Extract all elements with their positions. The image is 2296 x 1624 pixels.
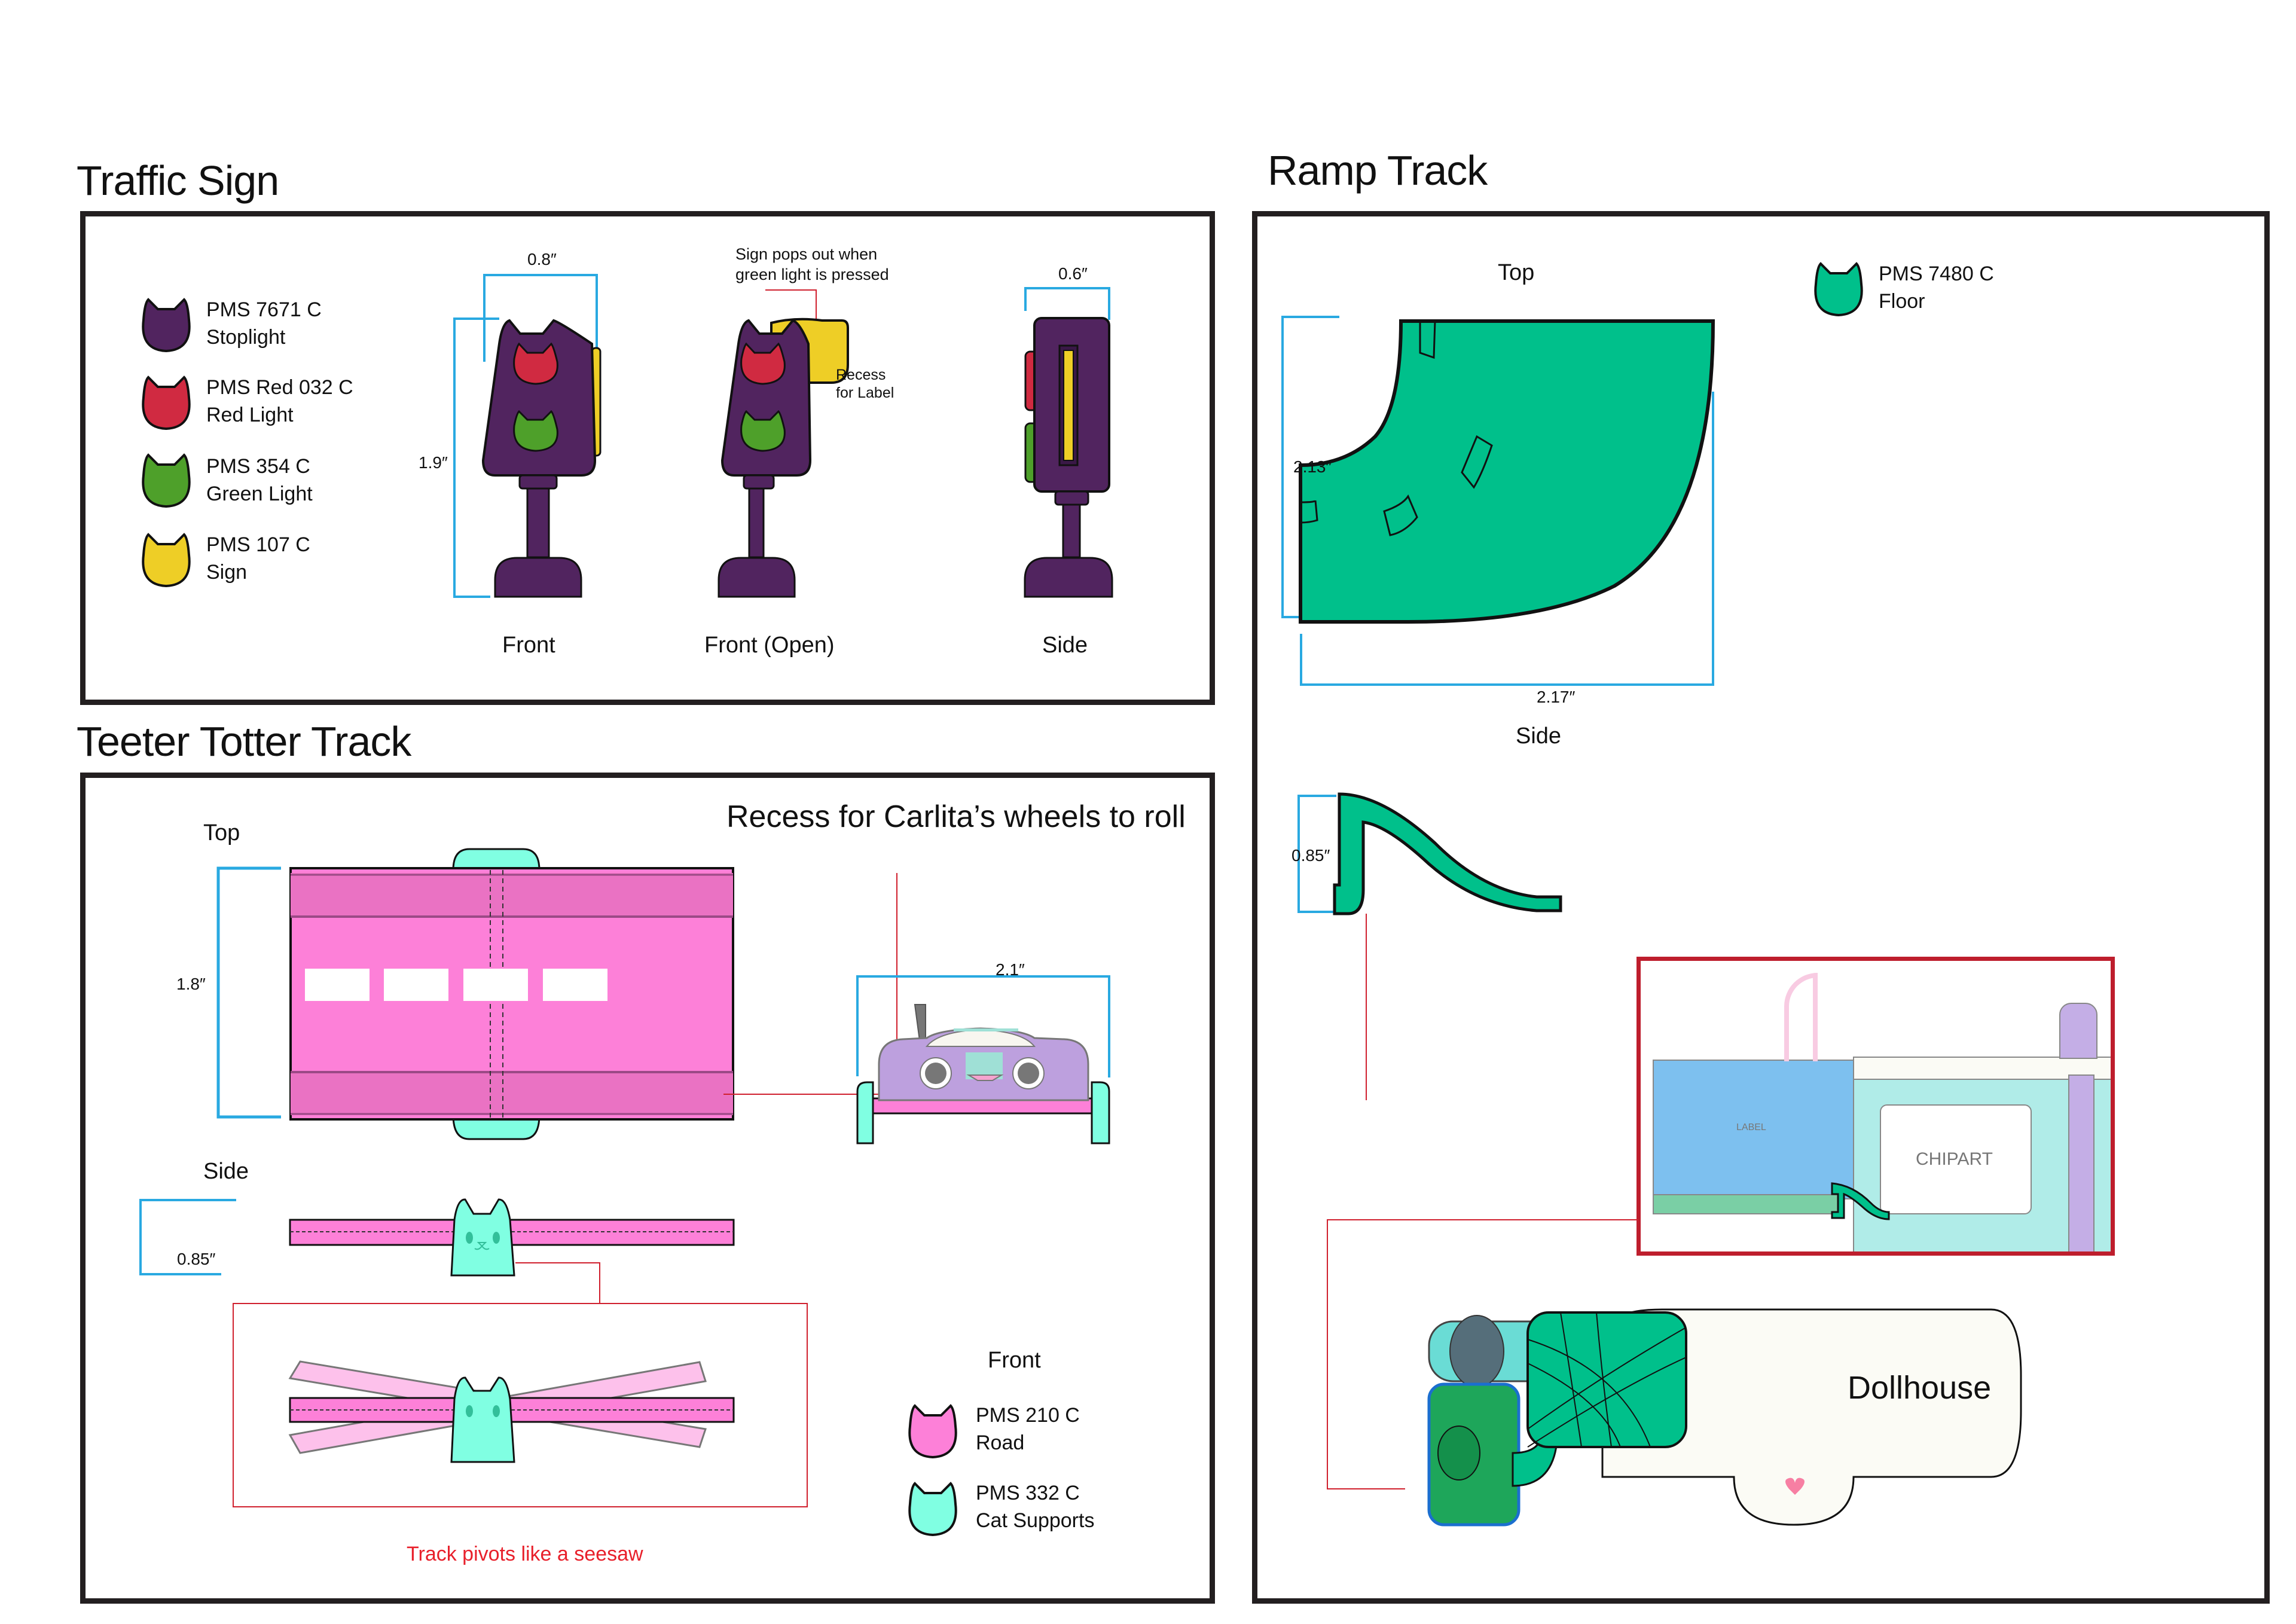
- floor-swatch-icon: [1814, 262, 1863, 317]
- traffic-light-front-drawing: [453, 274, 602, 598]
- legend-code: PMS 210 C: [976, 1404, 1080, 1427]
- cat-head-swatch: [142, 376, 191, 431]
- recess-label-text: Recess for Label: [836, 367, 894, 401]
- road-mat: [1526, 1311, 1687, 1448]
- legend-name: Floor: [1879, 290, 1925, 313]
- traffic-sign-title: Traffic Sign: [77, 157, 279, 204]
- cat-head-swatch: [142, 298, 191, 353]
- red-light-swatch-icon: [142, 376, 191, 431]
- legend-name: Stoplight: [206, 326, 286, 349]
- legend-item-red-light: PMS Red 032 C Red Light: [206, 374, 353, 429]
- dim-top-width: 2.17″: [1537, 688, 1576, 706]
- dim-top-height: 2.13″: [1293, 457, 1332, 476]
- legend-code: PMS 354 C: [206, 455, 310, 478]
- legend-item-road: PMS 210 C Road: [976, 1402, 1080, 1457]
- legend-code: PMS 7480 C: [1879, 262, 1994, 285]
- cat-head-swatch: [1814, 262, 1863, 317]
- legend-item-floor: PMS 7480 C Floor: [1879, 260, 1994, 315]
- dim-side-height: 0.85″: [1292, 846, 1330, 865]
- dim-front-height: 1.9″: [419, 453, 448, 472]
- dollhouse-top-view-drawing: [1427, 1308, 2022, 1527]
- view-label-front: Front: [988, 1348, 1041, 1373]
- carlita-car: [878, 1004, 1089, 1101]
- legend-item-cat-supports: PMS 332 C Cat Supports: [976, 1479, 1094, 1534]
- dim-top-height: 1.8″: [176, 975, 206, 993]
- red-light: [513, 342, 558, 385]
- view-label-top: Top: [203, 820, 240, 845]
- dim-front-width: 2.1″: [996, 960, 1025, 979]
- cat-supports-swatch-icon: [908, 1482, 957, 1537]
- legend-item-green-light: PMS 354 C Green Light: [206, 453, 313, 508]
- dim-side-width: 0.6″: [1058, 264, 1088, 283]
- legend-item-sign: PMS 107 C Sign: [206, 531, 310, 586]
- dimension-lines: [453, 274, 598, 598]
- recess-annotation: Recess for Carlita’s wheels to roll: [726, 799, 1186, 834]
- traffic-light-open-drawing: [718, 289, 849, 598]
- pivot-annotation: Track pivots like a seesaw: [407, 1543, 643, 1565]
- dollhouse-label: Dollhouse: [1848, 1370, 1992, 1406]
- pivot-callout-box: [233, 1303, 808, 1507]
- stoplight-swatch-icon: [142, 298, 191, 353]
- inset-label-text: LABEL: [1736, 1122, 1766, 1132]
- legend-code: PMS Red 032 C: [206, 376, 353, 399]
- green-light-swatch-icon: [142, 453, 191, 508]
- sign-swatch-icon: [142, 533, 191, 588]
- teeter-side-view-drawing: [139, 1198, 808, 1507]
- view-label-side: Side: [203, 1159, 249, 1184]
- view-label-top: Top: [1498, 260, 1535, 285]
- road-swatch-icon: [908, 1404, 957, 1459]
- inset-chipart-text: CHIPART: [1916, 1149, 1993, 1169]
- teeter-front-view-drawing: [856, 975, 1110, 1144]
- ramp-track-title: Ramp Track: [1268, 147, 1488, 194]
- dollhouse-inset: LABEL CHIPART: [1636, 957, 2115, 1256]
- ramp-top-view-drawing: [1281, 316, 1715, 686]
- view-label-side: Side: [1516, 724, 1562, 749]
- cat-head-swatch: [142, 453, 191, 508]
- inset-ramp: [1831, 1182, 1890, 1220]
- ramp-side-view-drawing: [1297, 792, 1562, 1100]
- teeter-totter-title: Teeter Totter Track: [77, 718, 411, 765]
- legend-name: Sign: [206, 561, 248, 584]
- legend-code: PMS 107 C: [206, 533, 310, 556]
- legend-name: Green Light: [206, 483, 313, 505]
- legend-code: PMS 332 C: [976, 1482, 1080, 1504]
- legend-item-stoplight: PMS 7671 C Stoplight: [206, 296, 322, 351]
- legend-name: Road: [976, 1431, 1025, 1454]
- cat-head-swatch: [142, 533, 191, 588]
- legend-name: Cat Supports: [976, 1509, 1095, 1532]
- dim-side-height: 0.85″: [177, 1250, 216, 1268]
- sign-popout-annotation: Sign pops out when green light is presse…: [735, 245, 889, 283]
- legend-code: PMS 7671 C: [206, 298, 322, 321]
- stoplight-body: [481, 319, 597, 477]
- view-label-side: Side: [1042, 633, 1088, 658]
- cat-head-swatch: [908, 1482, 957, 1537]
- teeter-top-view-drawing: [216, 848, 897, 1140]
- cat-support: [450, 1198, 515, 1277]
- callout-lines: [1327, 1219, 1638, 1489]
- legend-name: Red Light: [206, 404, 294, 426]
- view-label-front: Front: [502, 633, 555, 658]
- traffic-light-side-drawing: [1024, 287, 1113, 598]
- green-light: [513, 410, 558, 452]
- dim-front-width: 0.8″: [527, 250, 557, 268]
- cat-head-swatch: [908, 1404, 957, 1459]
- view-label-front-open: Front (Open): [704, 633, 835, 658]
